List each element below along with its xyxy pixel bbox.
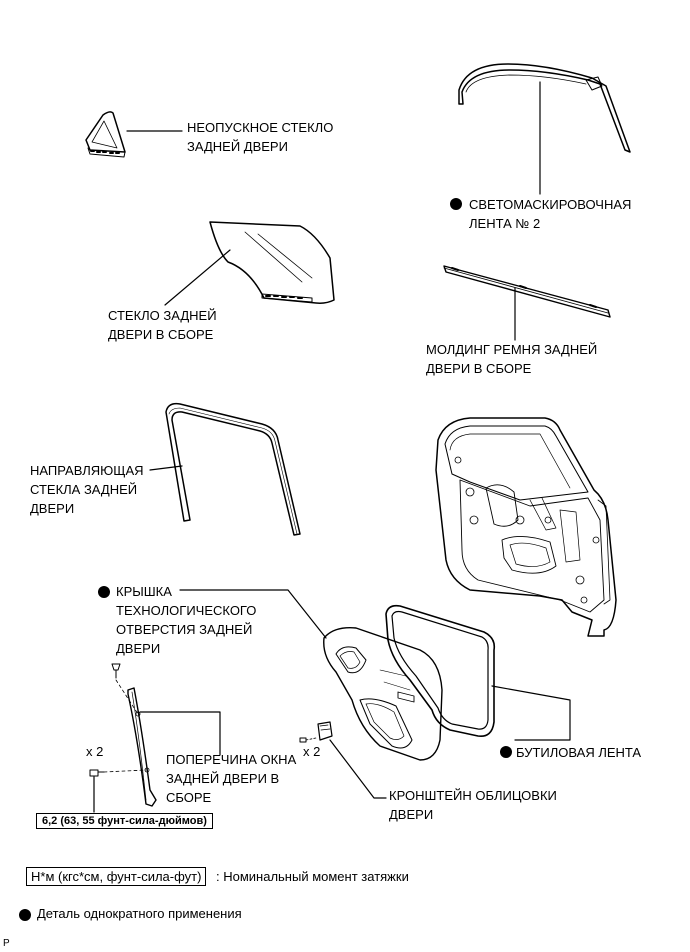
label-line: ДВЕРИ В СБОРЕ xyxy=(426,361,532,376)
label-line: ЛЕНТА № 2 xyxy=(469,216,541,231)
clip-quantity: x 2 xyxy=(303,744,321,759)
label-line: ЗАДНЕЙ ДВЕРИ xyxy=(187,139,288,154)
belt-molding-part xyxy=(443,265,611,318)
filled-circle-icon xyxy=(450,198,462,210)
label-line: ПОПЕРЕЧИНА ОКНА xyxy=(166,752,297,767)
leader-glass-run xyxy=(149,465,183,471)
label-line: ДВЕРИ xyxy=(30,501,75,516)
corner-mark: P xyxy=(3,938,10,949)
label-line: СТЕКЛА ЗАДНЕЙ xyxy=(30,482,138,497)
screw-top xyxy=(111,663,121,679)
dashed-screw-bottom xyxy=(103,769,147,773)
division-bar-part xyxy=(127,687,157,807)
torque-spec-box: 6,2 (63, 55 фунт-сила-дюймов) xyxy=(36,813,213,829)
label-line: БУТИЛОВАЯ ЛЕНТА xyxy=(516,745,642,760)
filled-circle-icon xyxy=(500,746,512,758)
label-line: КРЫШКА xyxy=(116,584,172,599)
label-line: КРОНШТЕЙН ОБЛИЦОВКИ xyxy=(389,788,557,803)
leader-hole-cover xyxy=(179,589,327,639)
door-glass-part xyxy=(209,221,335,304)
label-line: ДВЕРИ xyxy=(389,807,434,822)
leader-door-glass xyxy=(164,249,231,306)
screw-bottom xyxy=(89,769,105,777)
label-butyl-tape: БУТИЛОВАЯ ЛЕНТА xyxy=(516,743,641,762)
label-line: СВЕТОМАСКИРОВОЧНАЯ xyxy=(469,197,632,212)
quarter-glass-part xyxy=(85,111,126,158)
label-door-glass: СТЕКЛО ЗАДНЕЙ ДВЕРИ В СБОРЕ xyxy=(108,306,217,344)
service-hole-cover-part xyxy=(323,627,443,761)
screw-quantity: x 2 xyxy=(86,744,104,759)
label-line: ДВЕРИ В СБОРЕ xyxy=(108,327,214,342)
light-shielding-tape-part xyxy=(458,63,631,153)
label-quarter-glass: НЕОПУСКНОЕ СТЕКЛО ЗАДНЕЙ ДВЕРИ xyxy=(187,118,333,156)
label-hole-cover: КРЫШКА ТЕХНОЛОГИЧЕСКОГО ОТВЕРСТИЯ ЗАДНЕЙ… xyxy=(116,582,256,658)
legend-torque-unit: Н*м (кгс*см, фунт-сила-фут) xyxy=(26,867,207,886)
label-light-tape: СВЕТОМАСКИРОВОЧНАЯ ЛЕНТА № 2 xyxy=(469,195,631,233)
label-line: ТЕХНОЛОГИЧЕСКОГО xyxy=(116,603,257,618)
legend-torque-desc: : Номинальный момент затяжки xyxy=(216,869,409,884)
label-line: МОЛДИНГ РЕМНЯ ЗАДНЕЙ xyxy=(426,342,598,357)
filled-circle-icon xyxy=(19,909,31,921)
label-division-bar: ПОПЕРЕЧИНА ОКНА ЗАДНЕЙ ДВЕРИ В СБОРЕ xyxy=(166,750,296,807)
rear-door-body xyxy=(435,417,617,637)
leader-trim-bracket xyxy=(329,739,387,799)
label-line: ОТВЕРСТИЯ ЗАДНЕЙ xyxy=(116,622,253,637)
label-belt-molding: МОЛДИНГ РЕМНЯ ЗАДНЕЙ ДВЕРИ В СБОРЕ xyxy=(426,340,597,378)
label-line: НЕОПУСКНОЕ СТЕКЛО xyxy=(187,120,334,135)
label-line: СБОРЕ xyxy=(166,790,212,805)
legend-nonreusable-desc: Деталь однократного применения xyxy=(37,906,242,921)
label-line: НАПРАВЛЯЮЩАЯ xyxy=(30,463,144,478)
label-glass-run: НАПРАВЛЯЮЩАЯ СТЕКЛА ЗАДНЕЙ ДВЕРИ xyxy=(30,461,144,518)
glass-run-part xyxy=(165,402,301,536)
dashed-screw-top xyxy=(115,679,139,715)
label-line: СТЕКЛО ЗАДНЕЙ xyxy=(108,308,217,323)
leader-butyl-tape xyxy=(491,685,571,741)
label-line: ДВЕРИ xyxy=(116,641,161,656)
trim-bracket-part xyxy=(299,721,333,743)
label-trim-bracket: КРОНШТЕЙН ОБЛИЦОВКИ ДВЕРИ xyxy=(389,786,557,824)
leader-division-bar xyxy=(139,711,221,756)
label-line: ЗАДНЕЙ ДВЕРИ В xyxy=(166,771,280,786)
butyl-tape-part xyxy=(385,604,496,738)
filled-circle-icon xyxy=(98,586,110,598)
